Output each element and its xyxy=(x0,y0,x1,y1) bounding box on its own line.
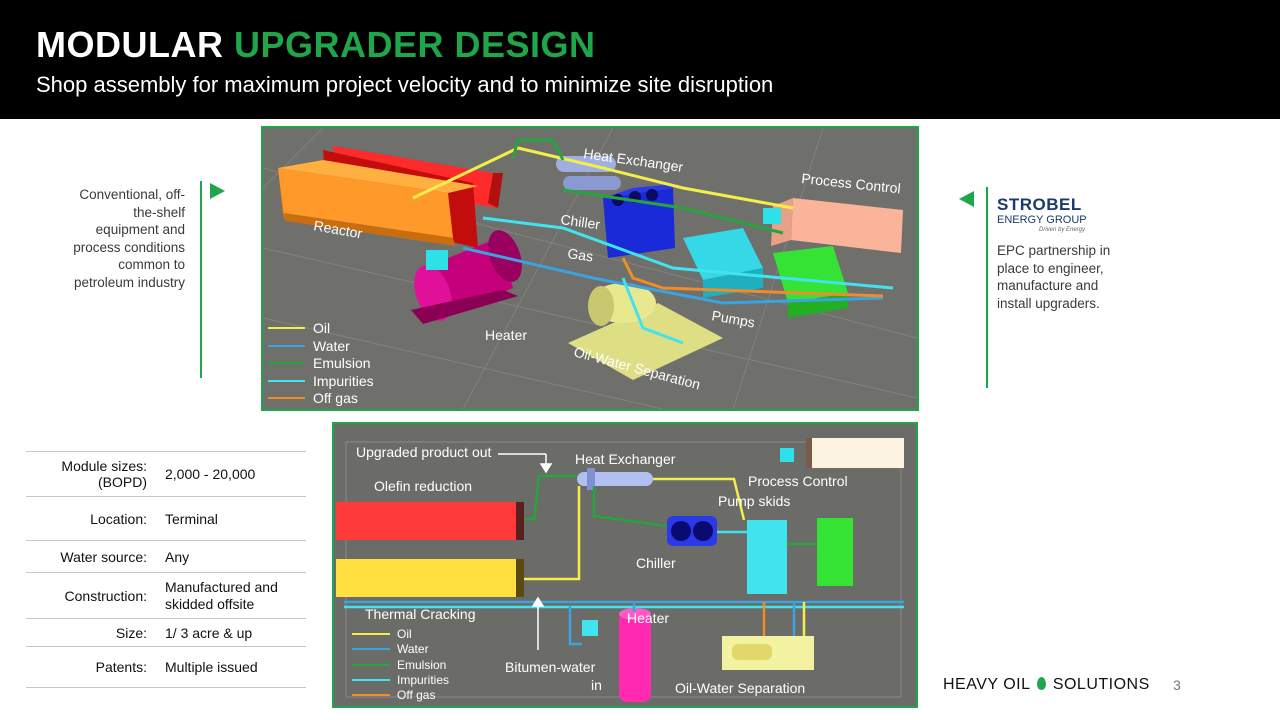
spec-row: Module sizes: (BOPD) 2,000 - 20,000 xyxy=(26,451,306,496)
legend-2-emulsion: Emulsion xyxy=(397,658,446,672)
logo-tagline: Driven by Energy xyxy=(1039,227,1086,233)
legend-1-oil: Oil xyxy=(313,320,330,336)
spec-value: Terminal xyxy=(165,510,218,527)
isometric-plant-svg: Heat Exchanger Process Control Reactor C… xyxy=(262,127,918,410)
label-heater-2: Heater xyxy=(627,610,669,626)
spec-value: Manufactured and skidded offsite xyxy=(165,578,278,612)
label-upgraded-product-out: Upgraded product out xyxy=(356,444,492,460)
title-part-2: UPGRADER DESIGN xyxy=(234,24,596,65)
right-note: EPC partnership in place to engineer, ma… xyxy=(997,243,1111,311)
page-number: 3 xyxy=(1173,677,1181,693)
spec-value: 2,000 - 20,000 xyxy=(165,466,256,482)
legend-1: Oil Water Emulsion Impurities Off gas xyxy=(268,320,374,406)
brand-left: HEAVY OIL xyxy=(943,676,1030,693)
strobel-logo: STROBEL ENERGY GROUP Driven by Energy xyxy=(997,196,1107,236)
header-bar: MODULAR UPGRADER DESIGN Shop assembly fo… xyxy=(0,0,1280,119)
legend-2-water: Water xyxy=(397,642,429,656)
logo-line-2: ENERGY GROUP xyxy=(997,214,1087,226)
legend-2-impurities: Impurities xyxy=(397,673,449,687)
brand-right: SOLUTIONS xyxy=(1052,676,1150,693)
legend-2-oil: Oil xyxy=(397,627,412,641)
spec-label: Water source: xyxy=(60,548,147,565)
legend-1-off-gas: Off gas xyxy=(313,390,358,406)
isometric-plant-render: Heat Exchanger Process Control Reactor C… xyxy=(261,126,919,411)
label-heat-exchanger-2: Heat Exchanger xyxy=(575,451,676,467)
label-process-control-2: Process Control xyxy=(748,473,848,489)
label-heater: Heater xyxy=(485,327,527,343)
right-pointer-triangle xyxy=(959,191,974,207)
label-chiller: Chiller xyxy=(560,211,602,232)
label-thermal-cracking: Thermal Cracking xyxy=(365,606,475,622)
legend-2: Oil Water Emulsion Impurities Off gas xyxy=(352,627,449,702)
page-subtitle: Shop assembly for maximum project veloci… xyxy=(36,72,774,97)
spec-label: Size: xyxy=(115,624,147,641)
logo-line-1: STROBEL xyxy=(997,195,1082,214)
left-note: Conventional, off-the-shelf equipment an… xyxy=(73,187,185,290)
spec-row: Construction: Manufactured and skidded o… xyxy=(26,572,306,618)
label-pumps: Pumps xyxy=(710,307,756,330)
left-accent-bar xyxy=(200,181,202,378)
plan-view-svg: Upgraded product out Heat Exchanger Proc… xyxy=(336,438,904,702)
label-bitumen-water-in: in xyxy=(591,677,602,693)
spec-row: Patents: Multiple issued xyxy=(26,646,306,688)
spec-value: 1/ 3 acre & up xyxy=(165,624,253,641)
left-pointer-triangle xyxy=(210,183,225,199)
specs-table: Module sizes: (BOPD) 2,000 - 20,000 Loca… xyxy=(26,451,306,688)
heavy-oil-solutions-logo: HEAVY OIL SOLUTIONS xyxy=(943,676,1150,694)
spec-row: Water source: Any xyxy=(26,540,306,572)
legend-1-impurities: Impurities xyxy=(313,373,374,389)
label-pump-skids: Pump skids xyxy=(718,493,790,509)
spec-row: Size: 1/ 3 acre & up xyxy=(26,618,306,646)
plan-view-render: Upgraded product out Heat Exchanger Proc… xyxy=(332,422,918,708)
oil-drop-icon xyxy=(1036,677,1046,690)
page-title: MODULAR UPGRADER DESIGN xyxy=(36,24,596,66)
right-accent-bar xyxy=(986,187,988,388)
legend-1-water: Water xyxy=(313,338,350,354)
spec-label: Module sizes: (BOPD) xyxy=(61,458,147,490)
spec-row: Location: Terminal xyxy=(26,496,306,540)
label-oil-water-separation-2: Oil-Water Separation xyxy=(675,680,805,696)
label-process-control: Process Control xyxy=(801,170,902,196)
spec-value: Any xyxy=(165,548,190,565)
spec-value: Multiple issued xyxy=(165,659,258,675)
label-olefin-reduction: Olefin reduction xyxy=(374,478,472,494)
label-chiller-2: Chiller xyxy=(636,555,676,571)
label-gas: Gas xyxy=(567,245,595,264)
spec-label: Patents: xyxy=(95,659,147,675)
legend-1-emulsion: Emulsion xyxy=(313,355,371,371)
label-bitumen-water: Bitumen-water xyxy=(505,659,596,675)
spec-label: Location: xyxy=(90,510,147,527)
title-part-1: MODULAR xyxy=(36,24,224,65)
legend-2-off-gas: Off gas xyxy=(397,688,435,702)
spec-label: Construction: xyxy=(64,587,147,604)
